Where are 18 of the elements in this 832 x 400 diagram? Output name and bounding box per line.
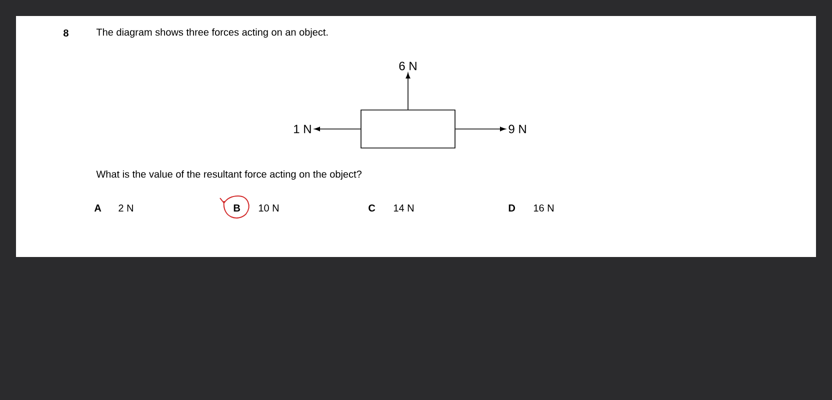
option-value: 16 N — [534, 204, 554, 212]
question-number: 8 — [64, 29, 68, 37]
question-text: The diagram shows three forces acting on an object. — [96, 28, 328, 38]
force-label: 9 N — [508, 124, 526, 134]
force-label: 1 N — [294, 124, 311, 134]
object-box — [360, 110, 456, 148]
option-letter: D — [508, 204, 516, 212]
force-arrow — [314, 126, 361, 132]
option-letter: C — [368, 204, 376, 212]
force-label: 6 N — [399, 62, 416, 70]
question-text: What is the value of the resultant force acting on the object? — [96, 170, 362, 180]
option-letter: B — [234, 204, 240, 212]
force-arrow — [406, 72, 410, 110]
option-value: 14 N — [394, 204, 414, 212]
option-letter: A — [94, 204, 102, 212]
force-arrow — [455, 126, 506, 132]
option-value: 2 N — [118, 204, 133, 212]
option-value: 10 N — [258, 204, 278, 212]
